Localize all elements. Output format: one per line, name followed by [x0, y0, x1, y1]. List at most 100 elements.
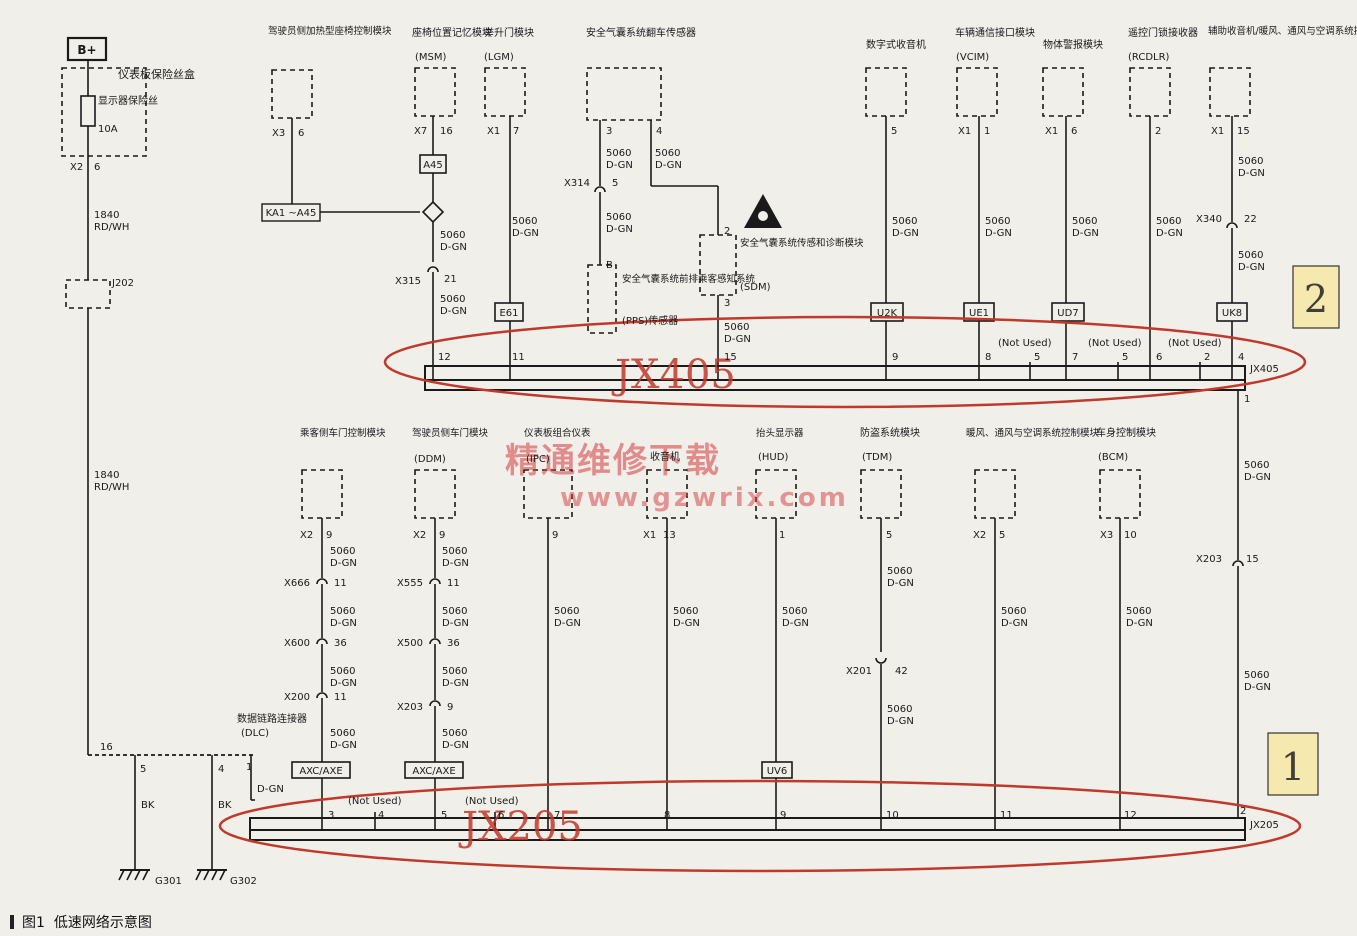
lm5-abbr: (TDM): [862, 452, 892, 463]
um6-tag: U2K: [877, 308, 898, 319]
bus-jx205-tag: JX205: [1249, 820, 1279, 831]
um6-wire-color: D-GN: [892, 228, 919, 239]
lm1-p3: 9: [447, 702, 453, 713]
um0-splice: KA1 ~A45: [266, 208, 317, 219]
lm0-p2: 36: [334, 638, 347, 649]
um7-tag: UE1: [969, 308, 989, 319]
um1-conn: X7: [414, 126, 427, 137]
um0-conn: X3: [272, 128, 285, 139]
lm2-pin: 9: [552, 530, 558, 541]
splice-label: J202: [111, 278, 134, 289]
highlight-ellipse-upper: [383, 315, 1307, 409]
um9-name: 遥控门锁接收器: [1128, 26, 1198, 39]
um1-abbr: (MSM): [415, 52, 447, 63]
um5-wire: 5060: [724, 322, 749, 333]
lm0-p3: 11: [334, 692, 347, 703]
um4-name: 安全气囊系统前排乘客感知系统: [622, 273, 756, 285]
lm2-buspin: 7: [554, 810, 560, 821]
um0-pin: 6: [298, 128, 304, 139]
lm5-pin: 5: [886, 530, 892, 541]
lm5-wire: 5060: [887, 566, 912, 577]
um3-wire-a-color: D-GN: [606, 160, 633, 171]
lm0-wire4: 5060: [330, 728, 355, 739]
um10-wire: 5060: [1238, 156, 1263, 167]
upper-unused-1: (Not Used): [1088, 338, 1142, 349]
ground-symbol-g302: [195, 869, 227, 881]
um2-conn: X1: [487, 126, 500, 137]
lm2-name: 仪表板组合仪表: [524, 427, 591, 439]
fuse-rating: 10A: [98, 124, 118, 135]
um2-wire-color: D-GN: [512, 228, 539, 239]
um10-buspin: 4: [1238, 352, 1244, 363]
upper-module-box: [586, 67, 662, 121]
um2-name: 举升门模块: [484, 26, 534, 39]
bus-jx405-tag: JX405: [1249, 364, 1279, 375]
lm2-wire: 5060: [554, 606, 579, 617]
wire2-color: RD/WH: [94, 482, 129, 493]
um2-abbr: (LGM): [484, 52, 514, 63]
pin-16: 16: [100, 742, 113, 753]
tag-box: [761, 761, 793, 779]
fuse-box-outline: [61, 67, 147, 157]
um5-buspin: 15: [724, 352, 737, 363]
riser-wire2-color: D-GN: [1244, 682, 1271, 693]
um6-buspin: 9: [892, 352, 898, 363]
um3-wire-b: 5060: [655, 148, 680, 159]
lower-module-box: [860, 469, 902, 519]
um1-wire-color: D-GN: [440, 242, 467, 253]
um1-pin: 16: [440, 126, 453, 137]
um5-abbr: (SDM): [740, 282, 771, 293]
upper-module-box: [956, 67, 998, 117]
lm3-name: 收音机: [650, 450, 680, 463]
riser-wire-color: D-GN: [1244, 472, 1271, 483]
lm0-x3: X200: [284, 692, 310, 703]
um1-xpin: 21: [444, 274, 457, 285]
um2-pin: 7: [513, 126, 519, 137]
lm5-wire2-color: D-GN: [887, 716, 914, 727]
lm6-conn: X2: [973, 530, 986, 541]
tag-box: [291, 761, 351, 779]
lm4-abbr: (HUD): [758, 452, 788, 463]
lm6-wire: 5060: [1001, 606, 1026, 617]
lower-unused-0-pin: 4: [378, 810, 384, 821]
um5-name: 安全气囊系统传感和诊断模块: [740, 237, 864, 249]
upper-unused-1-pin: 5: [1122, 352, 1128, 363]
dlc-wire-color: D-GN: [257, 784, 284, 795]
dlc-pin: 1: [246, 762, 252, 773]
figure-caption: 图1 低速网络示意图: [10, 912, 152, 932]
lm4-wire: 5060: [782, 606, 807, 617]
watermark-url: www.gzwrix.com: [560, 483, 849, 513]
badge-2-text: 2: [1304, 277, 1328, 321]
lm0-conn: X2: [300, 530, 313, 541]
lm0-p1: 11: [334, 578, 347, 589]
bk-label2: BK: [218, 800, 232, 811]
upper-unused-0-pin: 5: [1034, 352, 1040, 363]
lm1-wire4: 5060: [442, 728, 467, 739]
lm0-wire: 5060: [330, 546, 355, 557]
lm0-x2: X600: [284, 638, 310, 649]
caption-prefix: 图1: [22, 915, 45, 931]
upper-module-box: [587, 264, 617, 334]
lm2-abbr: (IPC): [526, 454, 550, 465]
lm0-wire4-color: D-GN: [330, 740, 357, 751]
lm7-wire: 5060: [1126, 606, 1151, 617]
badge-2: [1292, 265, 1340, 329]
lower-module-box: [301, 469, 343, 519]
badge-1-text: 1: [1281, 745, 1305, 789]
upper-module-box: [1209, 67, 1251, 117]
um5-pin-bot: 3: [724, 298, 730, 309]
upper-module-box: [1042, 67, 1084, 117]
watermark-cn: 精通维修下载: [505, 441, 721, 481]
lm4-name: 抬头显示器: [756, 427, 804, 439]
lm4-buspin: 9: [780, 810, 786, 821]
splice-box: [261, 203, 321, 222]
caption-bar: [10, 915, 14, 929]
upper-module-box: [699, 234, 737, 296]
ground-g302: G302: [230, 876, 257, 887]
lm2-wire-color: D-GN: [554, 618, 581, 629]
lm3-buspin: 8: [664, 810, 670, 821]
um10-xpin: 22: [1244, 214, 1257, 225]
um1-buspin: 12: [438, 352, 451, 363]
um9-pin: 2: [1155, 126, 1161, 137]
fuse-name: 显示器保险丝: [98, 94, 158, 107]
